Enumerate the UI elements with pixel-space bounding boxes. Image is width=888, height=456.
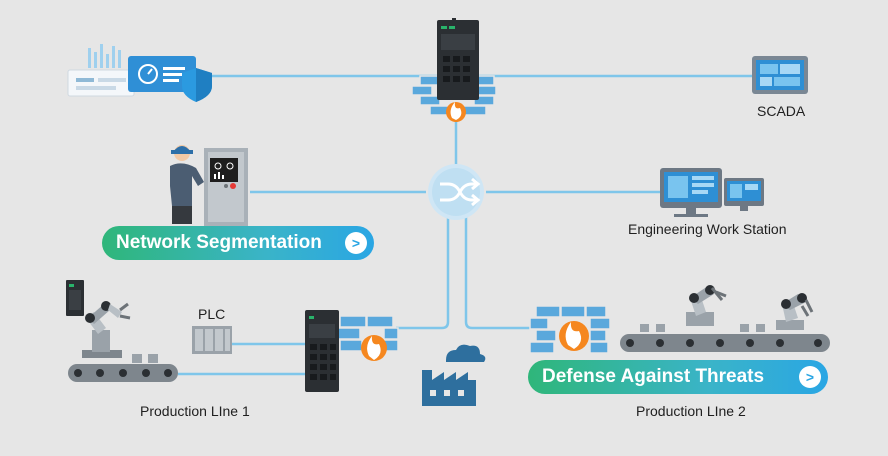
edge-device-icon	[66, 280, 84, 316]
flame-icon	[559, 321, 589, 351]
engineering-station-label: Engineering Work Station	[628, 221, 787, 237]
defense-against-threats-text: Defense Against Threats	[542, 366, 765, 387]
industrial-firewall-icon	[411, 18, 497, 122]
chevron-right-icon: >	[345, 232, 367, 254]
robot-arm-icon-line2	[686, 285, 814, 330]
brick-wall-icon	[335, 315, 399, 352]
network-segmentation-text: Network Segmentation	[116, 232, 322, 253]
conveyor-belt-icon	[68, 354, 178, 382]
flame-icon	[361, 335, 387, 361]
robot-arm-icon	[82, 301, 131, 358]
brick-wall-icon-right	[529, 305, 611, 354]
chevron-right-icon: >	[799, 366, 821, 388]
production-line-1-label: Production LIne 1	[140, 403, 250, 419]
network-segmentation-callout[interactable]: Network Segmentation >	[102, 226, 374, 260]
industrial-firewall-icon-lower	[305, 310, 399, 392]
factory-icon	[422, 344, 486, 406]
flame-icon	[446, 102, 466, 122]
production-line-2-label: Production LIne 2	[636, 403, 746, 419]
scada-label: SCADA	[757, 103, 806, 119]
monitoring-dashboard-icon	[67, 44, 212, 102]
operator-hmi-icon	[170, 145, 248, 226]
plc-icon	[192, 326, 232, 354]
scada-screen-icon	[752, 56, 808, 94]
plc-label: PLC	[198, 306, 226, 322]
defense-against-threats-callout[interactable]: Defense Against Threats >	[528, 360, 828, 394]
engineering-station-icon	[660, 168, 764, 217]
switch-hub-icon	[428, 164, 484, 220]
conveyor-belt-icon-line2	[620, 324, 830, 352]
